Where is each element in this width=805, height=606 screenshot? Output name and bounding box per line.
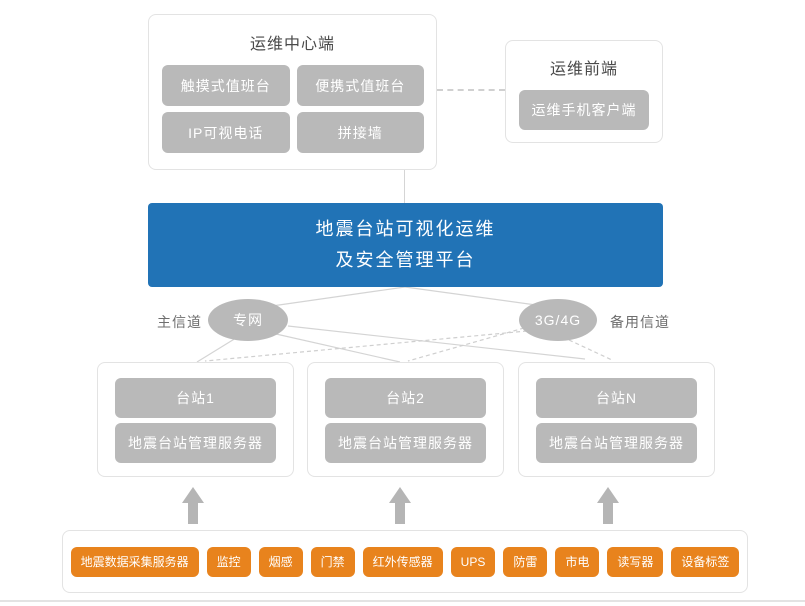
platform-title-line2: 及安全管理平台 [335,250,476,270]
station-1-server: 地震台站管理服务器 [115,423,276,463]
ops-center-panel: 运维中心端 触摸式值班台 便携式值班台 IP可视电话 拼接墙 [148,14,437,170]
node-touch-duty-desk: 触摸式值班台 [162,65,290,106]
ops-center-grid: 触摸式值班台 便携式值班台 IP可视电话 拼接墙 [149,54,436,153]
ops-front-panel: 运维前端 运维手机客户端 [505,40,663,143]
station-n-panel: 台站N 地震台站管理服务器 [518,362,715,477]
station-2-panel: 台站2 地震台站管理服务器 [307,362,504,477]
node-video-wall: 拼接墙 [296,112,424,153]
device-rfid-reader: 读写器 [607,546,664,577]
primary-channel-label: 主信道 [157,314,202,330]
device-seismic-acquisition-server: 地震数据采集服务器 [70,546,199,577]
primary-channel-node: 专网 [208,299,288,341]
device-infrared-sensor: 红外传感器 [362,546,443,577]
node-portable-duty-desk: 便携式值班台 [296,65,424,106]
station-1-panel: 台站1 地震台站管理服务器 [97,362,294,477]
backup-channel-label: 备用信道 [610,314,670,330]
device-surveillance: 监控 [206,546,251,577]
device-access-control: 门禁 [310,546,355,577]
ops-front-title: 运维前端 [549,61,618,78]
ops-center-front-dashed-link [437,89,505,91]
device-layer-panel: 地震数据采集服务器 监控 烟感 门禁 红外传感器 UPS 防雷 市电 读写器 设… [62,530,748,593]
device-lightning-protection: 防雷 [503,546,548,577]
backup-channel-node: 3G/4G [519,299,597,341]
bottom-divider [0,600,805,602]
up-arrow [182,487,619,524]
station-2-server: 地震台站管理服务器 [325,423,486,463]
platform-title-line1: 地震台站可视化运维 [315,219,496,239]
device-asset-tag: 设备标签 [671,546,740,577]
station-1-name: 台站1 [115,378,276,418]
device-smoke-sensor: 烟感 [258,546,303,577]
ops-center-platform-link [404,170,405,203]
station-2-name: 台站2 [325,378,486,418]
station-n-name: 台站N [536,378,697,418]
node-mobile-client: 运维手机客户端 [519,90,649,130]
device-mains-power: 市电 [555,546,600,577]
platform-node: 地震台站可视化运维 及安全管理平台 [148,203,663,287]
station-n-server: 地震台站管理服务器 [536,423,697,463]
device-ups: UPS [450,546,496,577]
ops-center-title: 运维中心端 [249,36,335,53]
node-ip-video-phone: IP可视电话 [162,112,290,153]
